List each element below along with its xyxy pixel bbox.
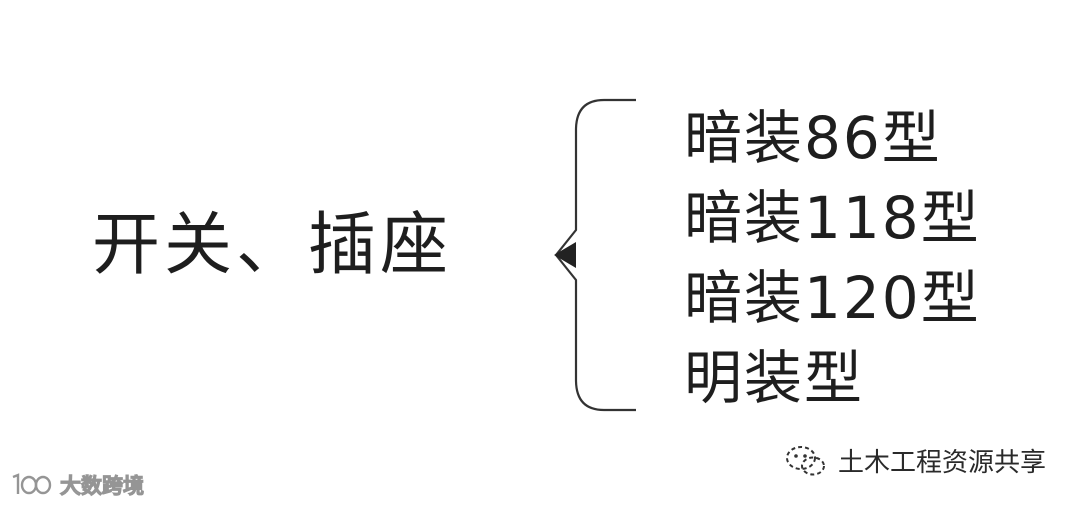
curly-brace-connector	[554, 98, 636, 412]
root-node-label: 开关、插座	[92, 206, 453, 285]
wechat-channel-icon	[784, 444, 828, 478]
child-node-item: 暗装118型	[684, 184, 981, 252]
child-node-item: 暗装120型	[684, 264, 981, 332]
dashuju-logo-icon	[10, 472, 54, 498]
child-node-list: 暗装86型 暗装118型 暗装120型 明装型	[684, 98, 981, 418]
watermark-right: 土木工程资源共享	[784, 442, 1046, 479]
watermark-right-text: 土木工程资源共享	[837, 448, 1046, 478]
watermark-left: 大数跨境	[10, 470, 145, 500]
brace-point-arrow	[554, 242, 576, 268]
child-node-item: 明装型	[684, 344, 865, 412]
child-node-item: 暗装86型	[684, 104, 942, 172]
watermark-left-text: 大数跨境	[60, 474, 145, 499]
